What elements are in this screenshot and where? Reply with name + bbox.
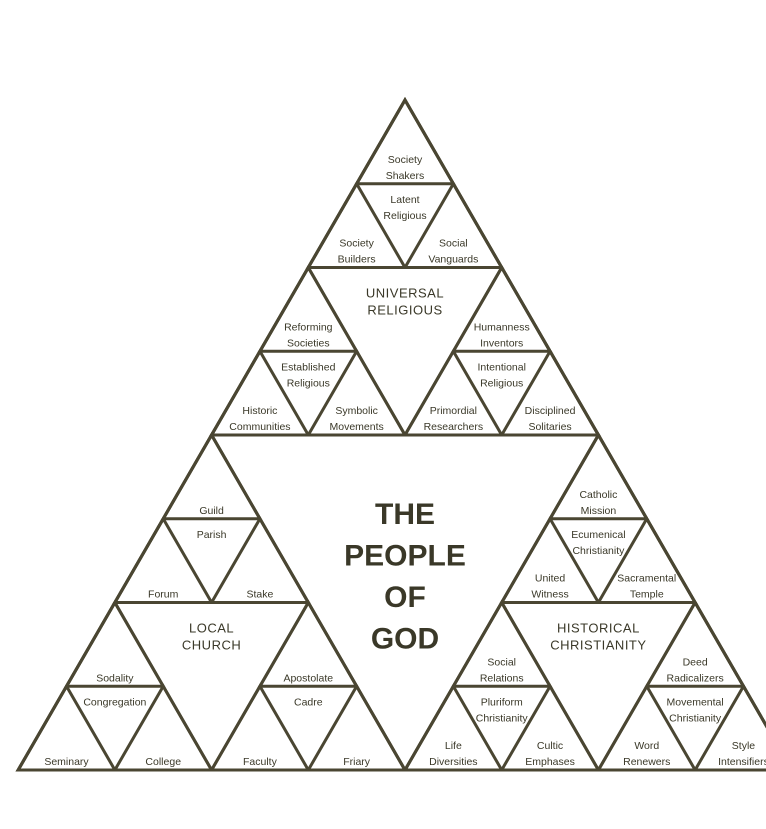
label-seminary: Seminary bbox=[44, 756, 89, 768]
label-cultic-emphases: Emphases bbox=[525, 756, 575, 768]
label-disciplined-solitaries: Disciplined bbox=[525, 405, 576, 417]
label-intentional-religious: Intentional bbox=[477, 361, 525, 373]
diagram-title: GOD bbox=[371, 623, 439, 656]
universal-religious-left-sub-top bbox=[257, 264, 360, 353]
label-movemental-christianity: Christianity bbox=[669, 712, 722, 724]
label-primordial-researchers: Researchers bbox=[424, 421, 484, 433]
label-humanness-inventors: Humanness bbox=[474, 321, 530, 333]
local-church-top-sub-top bbox=[160, 432, 263, 521]
label-society-shakers: Society bbox=[388, 154, 423, 166]
local-church-label: LOCAL bbox=[189, 621, 234, 636]
label-deed-radicalizers: Radicalizers bbox=[667, 672, 724, 684]
local-church-top-sub-left bbox=[112, 515, 215, 604]
label-society-builders: Society bbox=[339, 238, 374, 250]
label-faculty: Faculty bbox=[243, 756, 278, 768]
label-society-builders: Builders bbox=[338, 254, 376, 266]
label-congregation: Congregation bbox=[83, 696, 146, 708]
label-symbolic-movements: Movements bbox=[330, 421, 384, 433]
historical-christianity-left-sub-top bbox=[450, 599, 553, 688]
label-reforming-societies: Reforming bbox=[284, 321, 333, 333]
label-friary: Friary bbox=[343, 756, 371, 768]
label-stake: Stake bbox=[247, 589, 274, 601]
label-social-vanguards: Social bbox=[439, 238, 468, 250]
local-church-right-sub-left bbox=[208, 683, 311, 772]
triangle-lines bbox=[15, 97, 766, 772]
historical-christianity-right-sub-left bbox=[595, 683, 698, 772]
label-catholic-mission: Mission bbox=[581, 505, 617, 517]
label-college: College bbox=[145, 756, 181, 768]
label-movemental-christianity: Movemental bbox=[667, 696, 724, 708]
universal-religious-top-sub-right bbox=[402, 180, 505, 269]
historical-christianity-top-sub-right bbox=[595, 515, 698, 604]
label-latent-religious: Religious bbox=[383, 210, 426, 222]
label-sacramental-temple: Sacramental bbox=[617, 573, 676, 585]
label-deed-radicalizers: Deed bbox=[683, 656, 708, 668]
label-guild: Guild bbox=[199, 505, 224, 517]
universal-religious-label: UNIVERSAL bbox=[366, 286, 444, 301]
universal-religious-right-sub-right bbox=[499, 348, 602, 437]
local-church-left-sub-left bbox=[15, 683, 118, 772]
label-intentional-religious: Religious bbox=[480, 377, 523, 389]
label-cadre: Cadre bbox=[294, 696, 323, 708]
label-apostolate: Apostolate bbox=[283, 672, 333, 684]
local-church-label: CHURCH bbox=[182, 638, 241, 653]
local-church-top-sub-right bbox=[208, 515, 311, 604]
label-pluriform-christianity: Christianity bbox=[476, 712, 529, 724]
local-church-left-sub-right bbox=[112, 683, 215, 772]
label-social-relations: Social bbox=[487, 656, 516, 668]
local-church-left-sub-top bbox=[63, 599, 166, 688]
labels: UNIVERSALRELIGIOUSSocietyShakersSocietyB… bbox=[44, 154, 766, 768]
label-parish: Parish bbox=[197, 529, 227, 541]
historical-christianity-top-sub-top bbox=[547, 432, 650, 521]
label-forum: Forum bbox=[148, 589, 179, 601]
label-pluriform-christianity: Pluriform bbox=[481, 696, 523, 708]
label-style-intensifiers: Intensifiers bbox=[718, 756, 766, 768]
label-social-relations: Relations bbox=[480, 672, 524, 684]
label-reforming-societies: Societies bbox=[287, 337, 330, 349]
historical-christianity-label: CHRISTIANITY bbox=[550, 638, 646, 653]
label-society-shakers: Shakers bbox=[386, 170, 425, 182]
label-word-renewers: Renewers bbox=[623, 756, 670, 768]
label-ecumenical-christianity: Ecumenical bbox=[571, 529, 625, 541]
label-united-witness: Witness bbox=[531, 589, 568, 601]
label-life-diversities: Life bbox=[445, 740, 462, 752]
label-sodality: Sodality bbox=[96, 672, 134, 684]
label-established-religious: Religious bbox=[287, 377, 330, 389]
historical-christianity-right-sub-right bbox=[692, 683, 766, 772]
historical-christianity-left-sub-right bbox=[499, 683, 602, 772]
historical-christianity-top-sub-left bbox=[499, 515, 602, 604]
label-historic-communities: Communities bbox=[229, 421, 290, 433]
label-life-diversities: Diversities bbox=[429, 756, 477, 768]
universal-religious-right-sub-top bbox=[450, 264, 553, 353]
universal-religious-left-sub-left bbox=[208, 348, 311, 437]
label-latent-religious: Latent bbox=[390, 194, 419, 206]
diagram-title: THE bbox=[375, 498, 435, 531]
label-sacramental-temple: Temple bbox=[630, 589, 664, 601]
diagram-title: PEOPLE bbox=[344, 540, 466, 573]
universal-religious-top-sub-left bbox=[305, 180, 408, 269]
label-united-witness: United bbox=[535, 573, 566, 585]
historical-christianity-right-sub-top bbox=[644, 599, 747, 688]
universal-religious-label: RELIGIOUS bbox=[367, 303, 442, 318]
label-cultic-emphases: Cultic bbox=[537, 740, 563, 752]
historical-christianity-left-sub-left bbox=[402, 683, 505, 772]
label-primordial-researchers: Primordial bbox=[430, 405, 477, 417]
label-historic-communities: Historic bbox=[242, 405, 277, 417]
diagram-title: OF bbox=[384, 581, 426, 614]
universal-religious-top-sub-top bbox=[354, 97, 456, 186]
label-catholic-mission: Catholic bbox=[579, 489, 617, 501]
label-ecumenical-christianity: Christianity bbox=[572, 545, 625, 557]
label-humanness-inventors: Inventors bbox=[480, 337, 523, 349]
label-word-renewers: Word bbox=[634, 740, 659, 752]
label-disciplined-solitaries: Solitaries bbox=[528, 421, 571, 433]
label-symbolic-movements: Symbolic bbox=[335, 405, 378, 417]
local-church-right-sub-right bbox=[305, 683, 408, 772]
label-style-intensifiers: Style bbox=[732, 740, 756, 752]
label-established-religious: Established bbox=[281, 361, 335, 373]
label-social-vanguards: Vanguards bbox=[428, 254, 478, 266]
universal-religious-right-sub-left bbox=[402, 348, 505, 437]
local-church-right-sub-top bbox=[257, 599, 360, 688]
universal-religious-left-sub-right bbox=[305, 348, 408, 437]
historical-christianity-label: HISTORICAL bbox=[557, 621, 640, 636]
